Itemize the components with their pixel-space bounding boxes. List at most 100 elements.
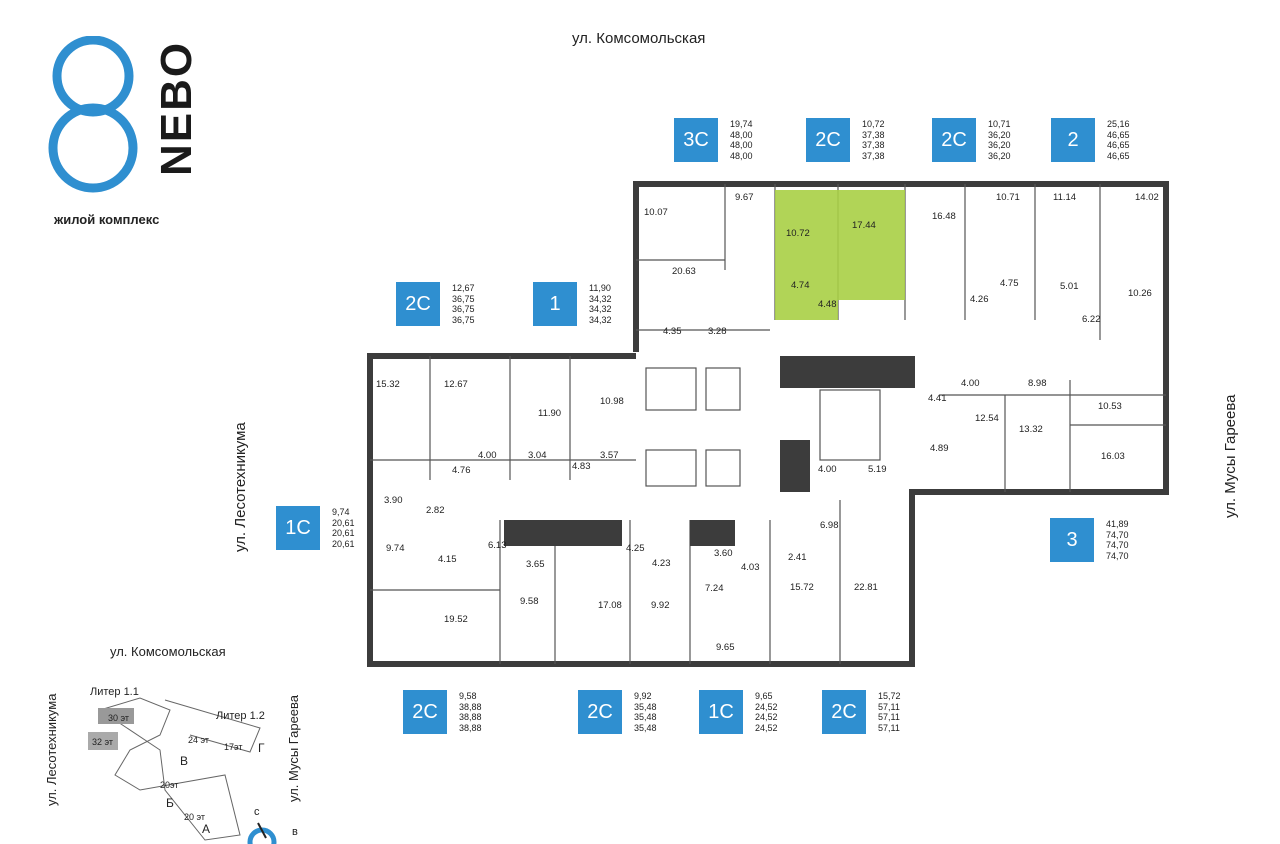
room-area-label: 9.74 bbox=[386, 543, 405, 554]
apartment-area-value: 35,48 bbox=[634, 712, 657, 722]
room-area-label: 6.22 bbox=[1082, 314, 1101, 325]
logo-eight-icon bbox=[48, 36, 138, 193]
room-area-label: 15.72 bbox=[790, 582, 814, 593]
apartment-area-value: 20,61 bbox=[332, 517, 355, 528]
apartment-area-value: 36,20 bbox=[988, 150, 1011, 161]
apartment-type-badge[interactable]: 3С bbox=[674, 118, 718, 162]
apartment-area-value: 19,74 bbox=[730, 119, 753, 129]
apartment-area-value: 36,20 bbox=[988, 140, 1011, 150]
apartment-area-value: 15,72 bbox=[878, 691, 901, 701]
room-area-label: 9.58 bbox=[520, 596, 539, 607]
room-area-label: 10.72 bbox=[786, 228, 810, 239]
apartment-area-value: 46,65 bbox=[1107, 140, 1130, 150]
apartment-area-value: 36,75 bbox=[452, 314, 475, 325]
apartment-area-value: 35,48 bbox=[634, 722, 657, 733]
room-area-label: 4.00 bbox=[818, 464, 837, 475]
apartment-area-value: 57,11 bbox=[878, 722, 900, 733]
apartment-area-value: 9,92 bbox=[634, 691, 652, 701]
site-map-floor-17: 17эт bbox=[224, 742, 243, 752]
room-area-label: 8.98 bbox=[1028, 378, 1047, 389]
apartment-area-value: 10,71 bbox=[988, 119, 1011, 129]
site-map-street-top: ул. Комсомольская bbox=[110, 644, 226, 659]
apartment-area-value: 48,00 bbox=[730, 140, 753, 150]
room-area-label: 4.76 bbox=[452, 465, 471, 476]
room-area-label: 17.08 bbox=[598, 600, 622, 611]
room-area-label: 3.90 bbox=[384, 495, 403, 506]
site-map: ул. Комсомольская ул. Лесотехникума ул. … bbox=[40, 640, 340, 844]
site-map-floor-32: 32 эт bbox=[92, 737, 114, 747]
apartment-type-badge[interactable]: 1С bbox=[276, 506, 320, 550]
apartment-type-badge[interactable]: 2С bbox=[822, 690, 866, 734]
room-area-label: 5.19 bbox=[868, 464, 887, 475]
apartment-area-value: 57,11 bbox=[878, 712, 900, 722]
apartment-type-badge[interactable]: 2С bbox=[806, 118, 850, 162]
apartment-area-value: 36,20 bbox=[988, 129, 1011, 140]
room-area-label: 10.71 bbox=[996, 192, 1020, 203]
room-area-label: 4.00 bbox=[478, 450, 497, 461]
apartment-area-value: 24,52 bbox=[755, 722, 778, 733]
apartment-area-value: 38,88 bbox=[459, 701, 482, 712]
room-area-label: 3.60 bbox=[714, 548, 733, 559]
apartment-type-badge[interactable]: 2С bbox=[403, 690, 447, 734]
apartment-area-value: 74,70 bbox=[1106, 540, 1129, 550]
room-area-label: 14.02 bbox=[1135, 192, 1159, 203]
site-map-section-b: Б bbox=[166, 796, 174, 810]
room-area-label: 16.03 bbox=[1101, 451, 1125, 462]
apartment-area-value: 37,38 bbox=[862, 140, 885, 150]
apartment-type-badge[interactable]: 2 bbox=[1051, 118, 1095, 162]
room-area-label: 11.14 bbox=[1053, 192, 1076, 203]
site-map-section-a: А bbox=[202, 822, 211, 836]
room-area-label: 12.67 bbox=[444, 379, 468, 390]
apartment-area-value: 9,58 bbox=[459, 691, 477, 701]
site-map-section-v: В bbox=[180, 754, 189, 768]
apartment-area-value: 24,52 bbox=[755, 712, 778, 722]
apartment-area-value: 20,61 bbox=[332, 538, 355, 549]
room-area-label: 4.83 bbox=[572, 461, 591, 472]
apartment-type-badge[interactable]: 2С bbox=[396, 282, 440, 326]
apartment-area-value: 38,88 bbox=[459, 722, 482, 733]
apartment-area-value: 46,65 bbox=[1107, 150, 1130, 161]
apartment-area-value: 37,38 bbox=[862, 150, 885, 161]
compass-east-label: в bbox=[292, 826, 298, 838]
room-area-label: 17.44 bbox=[852, 220, 876, 231]
room-area-label: 4.48 bbox=[818, 299, 837, 310]
apartment-type-badge[interactable]: 2С bbox=[932, 118, 976, 162]
site-map-drawing bbox=[88, 697, 277, 844]
room-area-label: 4.25 bbox=[626, 543, 645, 554]
room-area-label: 7.24 bbox=[705, 583, 724, 594]
room-area-label: 10.98 bbox=[600, 396, 624, 407]
room-area-label: 4.75 bbox=[1000, 278, 1019, 289]
room-area-label: 5.01 bbox=[1060, 281, 1079, 292]
apartment-area-value: 74,70 bbox=[1106, 529, 1129, 540]
site-map-street-right: ул. Мусы Гареева bbox=[286, 694, 301, 802]
apartment-area-value: 46,65 bbox=[1107, 129, 1130, 140]
apartment-type-badge[interactable]: 1 bbox=[533, 282, 577, 326]
room-area-label: 4.89 bbox=[930, 443, 949, 454]
apartment-area-value: 34,32 bbox=[589, 293, 612, 304]
site-map-liter-1-1: Литер 1.1 bbox=[90, 686, 139, 698]
room-area-label: 4.74 bbox=[791, 280, 810, 291]
apartment-type-badge[interactable]: 2С bbox=[578, 690, 622, 734]
room-area-label: 3.04 bbox=[528, 450, 547, 461]
room-area-label: 4.26 bbox=[970, 294, 989, 305]
apartment-area-value: 24,52 bbox=[755, 701, 778, 712]
room-area-label: 4.03 bbox=[741, 562, 760, 573]
apartment-area-value: 34,32 bbox=[589, 314, 612, 325]
site-map-floor-20a: 20эт bbox=[160, 780, 179, 790]
room-area-label: 10.26 bbox=[1128, 288, 1152, 299]
apartment-type-badge[interactable]: 1С bbox=[699, 690, 743, 734]
apartment-area-value: 41,89 bbox=[1106, 519, 1129, 529]
apartment-type-badge[interactable]: 3 bbox=[1050, 518, 1094, 562]
room-area-label: 13.32 bbox=[1019, 424, 1043, 435]
